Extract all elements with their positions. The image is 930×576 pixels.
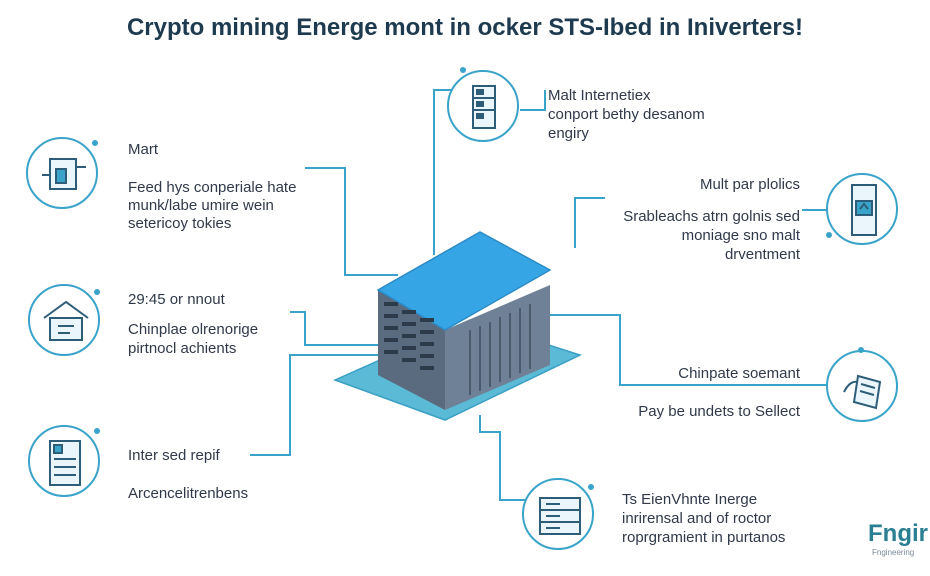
hand-device-icon	[826, 350, 898, 422]
server-rack-icon	[447, 70, 519, 142]
top-label-line1: Malt Internetiex	[548, 87, 651, 104]
right2-line1: Pay be undets to Sellect	[638, 403, 800, 420]
machine-icon	[26, 137, 98, 209]
connector-node	[460, 67, 466, 73]
connector-node	[826, 232, 832, 238]
house-circuit-icon	[28, 284, 100, 356]
left2-heading: 29:45 or nnout	[128, 291, 225, 308]
connector-node	[92, 140, 98, 146]
bottom-label-line1: Ts EienVhnte Inerge	[622, 491, 758, 508]
left2-line2: pirtnocl achients	[128, 340, 237, 357]
inverter-unit-icon	[826, 173, 898, 245]
right1-line2: moniage sno malt	[681, 227, 800, 244]
left1-line2: munk/labe umire wein	[128, 197, 274, 214]
left3-line1: Arcencelitrenbens	[128, 485, 249, 502]
brand-logo-text: Fngir	[868, 520, 928, 547]
storage-rack-icon	[522, 478, 594, 550]
bottom-label-line2: inrirensal and of roctor	[622, 510, 772, 527]
right1-line3: drventment	[724, 246, 800, 263]
connector-node	[94, 428, 100, 434]
connector-node	[94, 289, 100, 295]
right1-line1: Srableachs atrn golnis sed	[623, 208, 800, 225]
bottom-label-line3: roprgramient in purtanos	[622, 529, 786, 546]
right2-heading: Chinpate soemant	[678, 365, 800, 382]
page-title: Crypto mining Energe mont in ocker STS-I…	[126, 14, 804, 41]
left3-heading: Inter sed repif	[128, 447, 220, 464]
left2-line1: Chinplae olrenorige	[128, 321, 259, 338]
connector-node	[588, 484, 594, 490]
top-label-line3: engiry	[548, 125, 589, 142]
left1-line3: setericoy tokies	[128, 215, 232, 232]
left1-heading: Mart	[128, 141, 158, 158]
brand-tagline: Fngineering	[872, 548, 915, 557]
connector-node	[858, 347, 864, 353]
top-label-line2: conport bethy desanom	[548, 106, 705, 123]
left1-line1: Feed hys conperiale hate	[128, 179, 297, 196]
right1-heading: Mult par plolics	[699, 176, 800, 193]
battery-cabinet-icon	[28, 425, 100, 497]
